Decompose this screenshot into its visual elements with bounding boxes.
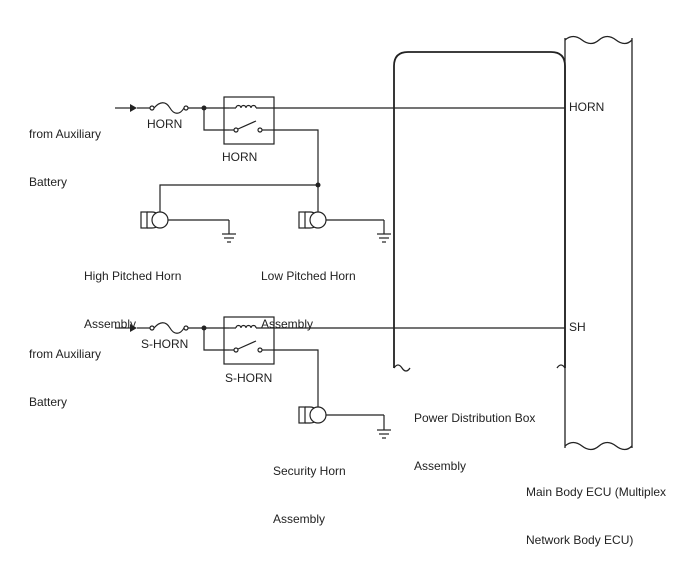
horn-relay — [223, 96, 275, 145]
horn-feed-arrow — [115, 104, 150, 112]
high-horn-line2: Assembly — [84, 317, 137, 331]
main-body-ecu-bottom-break — [564, 441, 633, 451]
horn-output-wire — [274, 129, 319, 220]
horn-switch-feed — [203, 108, 229, 131]
s-horn-fuse-label: S-HORN — [141, 337, 189, 351]
bottom-source-label: from Auxiliary Battery — [29, 314, 101, 426]
high-horn-label: High Pitched Horn Assembly — [84, 236, 181, 348]
s-horn-output-wire — [274, 349, 319, 415]
s-horn-fuse — [149, 322, 189, 334]
security-horn-line2: Assembly — [273, 512, 326, 526]
ecu-terminal-sh: SH — [569, 320, 586, 334]
power-distribution-box-outline — [393, 51, 566, 368]
security-horn-speaker — [298, 406, 391, 439]
low-horn-line1: Low Pitched Horn — [261, 269, 356, 283]
high-horn-line1: High Pitched Horn — [84, 269, 182, 283]
top-source-line2: Battery — [29, 175, 68, 189]
ecu-line2: Network Body ECU) — [526, 533, 634, 547]
low-horn-label: Low Pitched Horn Assembly — [261, 236, 356, 348]
high-horn-feed — [159, 184, 318, 220]
security-horn-line1: Security Horn — [273, 464, 346, 478]
s-horn-switch-feed — [203, 328, 229, 351]
main-body-ecu-top-break — [564, 35, 633, 45]
power-distribution-box-break — [393, 364, 566, 372]
bottom-source-line2: Battery — [29, 395, 68, 409]
top-source-line1: from Auxiliary — [29, 127, 102, 141]
s-horn-relay-label: S-HORN — [225, 371, 273, 385]
s-horn-relay — [223, 316, 275, 365]
low-horn-line2: Assembly — [261, 317, 314, 331]
ecu-terminal-horn: HORN — [569, 100, 605, 114]
bottom-source-line1: from Auxiliary — [29, 347, 102, 361]
s-horn-feed-arrow — [115, 324, 150, 332]
horn-fuse — [149, 102, 189, 114]
power-distribution-box-label: Power Distribution Box Assembly — [414, 378, 535, 490]
horn-fuse-label: HORN — [147, 117, 183, 131]
power-box-line2: Assembly — [414, 459, 467, 473]
security-horn-label: Security Horn Assembly — [273, 431, 346, 543]
top-source-label: from Auxiliary Battery — [29, 94, 101, 206]
main-body-ecu-label: Main Body ECU (Multiplex Network Body EC… — [526, 452, 666, 564]
low-horn-speaker — [298, 211, 391, 243]
power-box-line1: Power Distribution Box — [414, 411, 536, 425]
high-horn-speaker — [140, 211, 236, 243]
ecu-line1: Main Body ECU (Multiplex — [526, 485, 667, 499]
horn-relay-label: HORN — [222, 150, 258, 164]
